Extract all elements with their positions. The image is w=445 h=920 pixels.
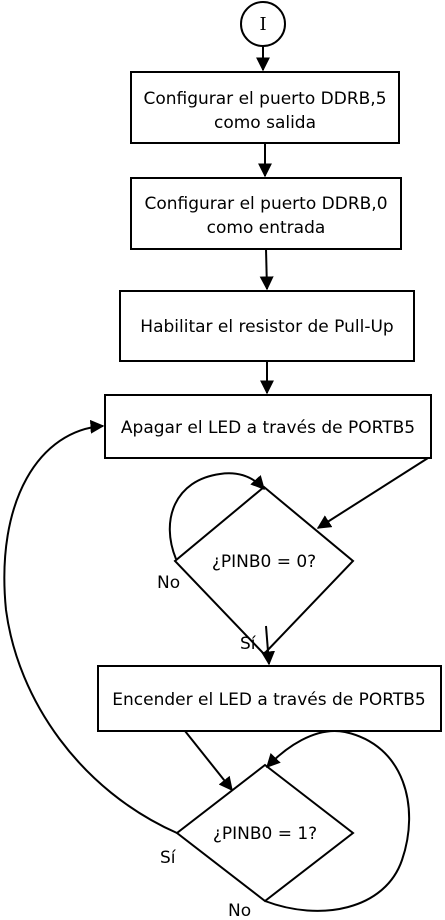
step-led-off-box xyxy=(104,394,432,459)
step-config-ddrb5-box xyxy=(130,71,400,144)
step-config-ddrb5-line2: como salida xyxy=(214,113,316,133)
edge-ddrb0-to-pullup xyxy=(259,248,274,291)
step-led-on-text: Encender el LED a través de PORTB5 xyxy=(112,690,425,710)
step-pullup-text: Habilitar el resistor de Pull-Up xyxy=(140,317,393,337)
decision1-yes-label: Sí xyxy=(240,634,257,654)
step-config-ddrb5-line1: Configurar el puerto DDRB,5 xyxy=(143,89,386,109)
decision-pinb0-eq-1-text: ¿PINB0 = 1? xyxy=(213,824,317,844)
decision2-yes-label: Sí xyxy=(160,848,177,868)
step-pullup-box xyxy=(119,290,415,362)
decision2-no-label: No xyxy=(228,901,251,920)
edge-led-off-to-decision1 xyxy=(316,457,429,529)
step-config-ddrb0-line1: Configurar el puerto DDRB,0 xyxy=(144,194,387,214)
step-led-on-box xyxy=(97,665,442,732)
edge-decision2-yes-to-led-off xyxy=(3,419,178,834)
decision1-no-label: No xyxy=(157,573,180,593)
decision-pinb0-eq-0-text: ¿PINB0 = 0? xyxy=(212,552,316,572)
step-led-off-text: Apagar el LED a través de PORTB5 xyxy=(121,418,415,438)
start-label: I xyxy=(259,14,266,35)
edge-decision1-yes-to-led-on xyxy=(261,625,275,666)
edge-decision1-no-loop xyxy=(168,472,265,560)
edge-led-on-to-decision2 xyxy=(184,730,233,792)
edge-decision2-no-loop xyxy=(264,730,411,912)
step-config-ddrb0-line2: como entrada xyxy=(207,218,326,238)
